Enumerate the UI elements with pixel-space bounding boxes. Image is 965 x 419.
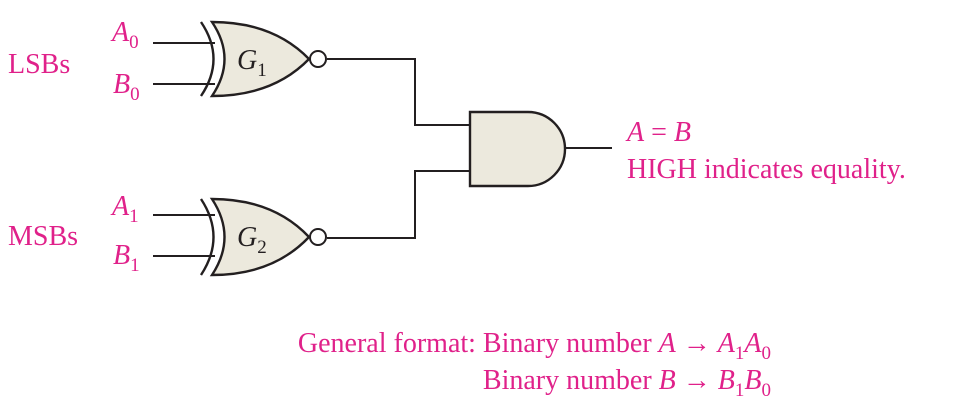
format-line-b: Binary number B → B1B0	[483, 365, 771, 401]
gate-label-g2: G2	[237, 222, 267, 258]
wire-g1-to-and	[327, 58, 470, 126]
output-label: A = B	[625, 117, 691, 148]
input-label-b1: B1	[113, 240, 140, 276]
inversion-bubble	[309, 228, 327, 246]
and-gate	[468, 110, 567, 188]
gate-label-g1: G1	[237, 45, 267, 81]
input-label-a0: A0	[110, 17, 139, 53]
output-note: HIGH indicates equality.	[627, 154, 906, 185]
xor-input-curve	[200, 21, 215, 97]
format-line-a: General format: Binary number A → A1A0	[298, 328, 771, 364]
msb-group-label: MSBs	[8, 221, 78, 252]
gate-body	[209, 20, 311, 98]
xor-input-curve	[199, 198, 215, 276]
wires	[153, 42, 612, 257]
xnor-gate-g1: G1	[200, 20, 327, 98]
inversion-bubble	[309, 50, 327, 68]
lsb-group-label: LSBs	[8, 49, 70, 80]
input-label-b0: B0	[113, 69, 140, 105]
xnor-gate-g2: G2	[199, 197, 327, 277]
gate-body	[468, 110, 567, 188]
input-label-a1: A1	[110, 191, 139, 227]
wire-g2-to-and	[327, 170, 470, 239]
gate-body	[209, 197, 311, 277]
